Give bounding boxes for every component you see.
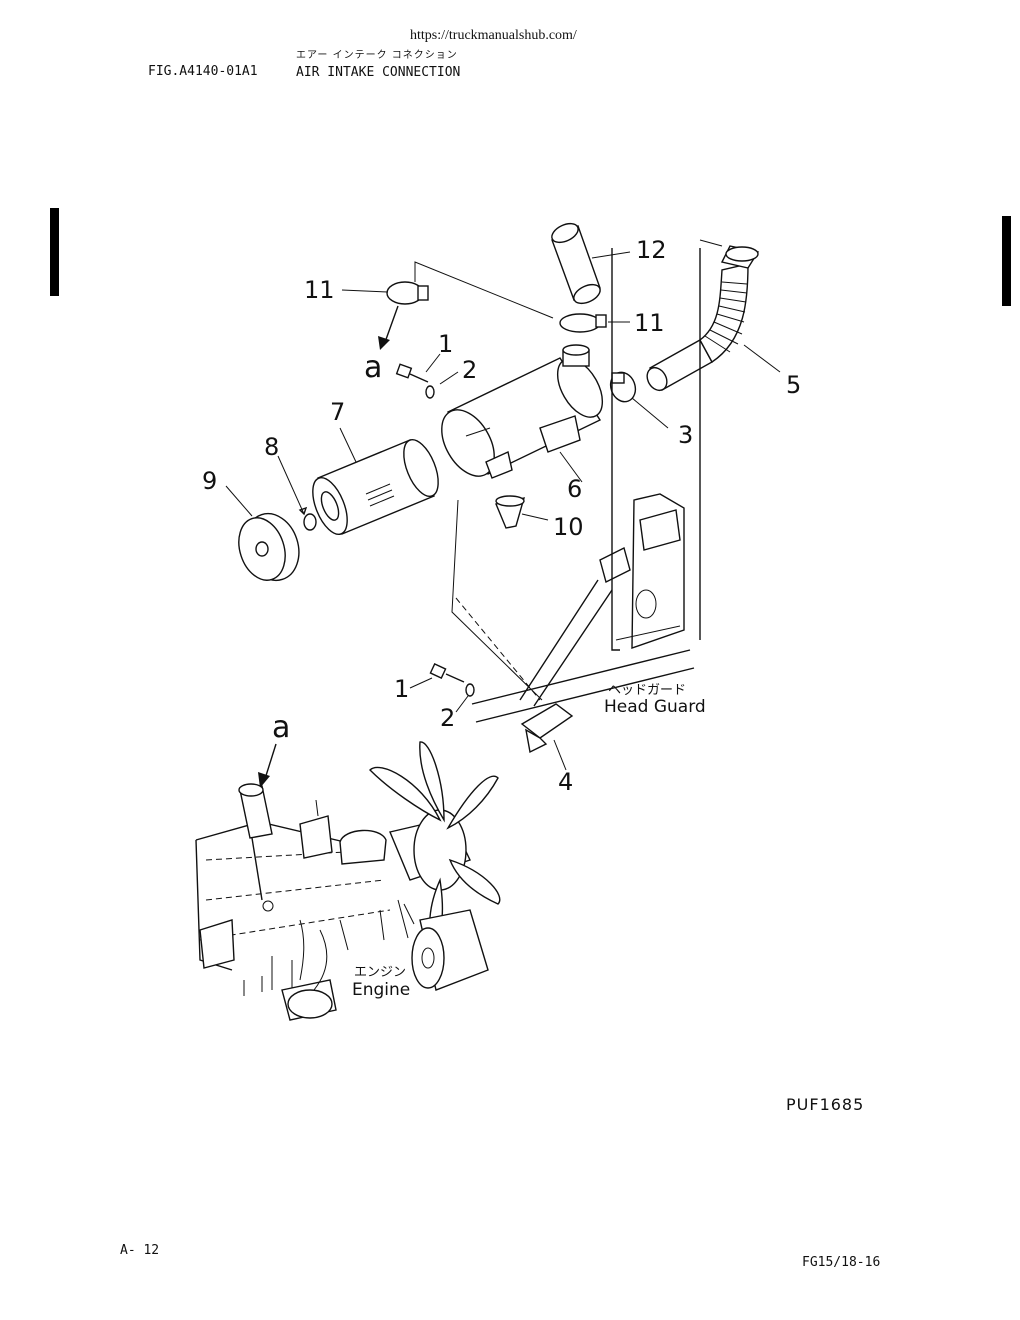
reference-arrow-a-top: [378, 305, 399, 350]
figure-title-japanese: エアー インテーク コネクション: [296, 50, 458, 61]
engine-illustration: [195, 741, 501, 1021]
part-11-clamp-left: [341, 261, 554, 319]
callout-10: 10: [553, 513, 584, 541]
callout-1-top: 1: [438, 330, 453, 358]
callout-5: 5: [786, 371, 801, 399]
callout-6: 6: [567, 475, 582, 503]
part-12-intake-hose: [551, 222, 631, 305]
part-8-wing-nut: [277, 455, 317, 531]
part-1-bolt-bottom: [409, 663, 465, 689]
callout-12: 12: [636, 236, 667, 264]
head-guard-frame: [451, 248, 701, 723]
callout-11-right: 11: [634, 309, 665, 337]
scan-margin-bar-right: [1002, 216, 1011, 306]
callout-9: 9: [202, 467, 217, 495]
drawing-code: PUF1685: [786, 1095, 865, 1114]
part-10-dust-valve: [495, 495, 549, 529]
callout-7: 7: [330, 398, 345, 426]
page-number: A- 12: [120, 1243, 160, 1258]
figure-number: FIG.A4140-01A1: [148, 64, 258, 79]
part-9-cover: [225, 485, 300, 582]
part-5-intake-duct: [646, 239, 781, 392]
model-code: FG15/18-16: [802, 1255, 881, 1270]
engine-label-jp: エンジン: [354, 965, 406, 980]
reference-arrow-a-bottom: [258, 743, 277, 788]
callout-1-bottom: 1: [394, 675, 409, 703]
part-11-clamp-right: [559, 313, 630, 333]
part-2-washer-top: [425, 371, 459, 399]
head-guard-label-jp: ヘッドガード: [608, 683, 686, 698]
figure-title: AIR INTAKE CONNECTION: [296, 65, 461, 80]
callout-11-left: 11: [304, 276, 335, 304]
reference-a-top: a: [364, 350, 382, 385]
part-4-bracket: [520, 703, 574, 771]
part-7-filter-element: [312, 427, 439, 536]
source-url: https://truckmanualshub.com/: [410, 28, 577, 43]
callout-2-bottom: 2: [440, 704, 455, 732]
callout-3: 3: [678, 421, 693, 449]
callout-2-top: 2: [462, 356, 477, 384]
callout-8: 8: [264, 433, 279, 461]
scan-margin-bar-left: [50, 208, 59, 296]
part-2-washer-bottom: [455, 683, 475, 713]
head-guard-label: Head Guard: [604, 697, 706, 717]
part-6-air-cleaner-body: [441, 344, 604, 483]
part-1-bolt-top: [395, 353, 441, 383]
callout-4: 4: [558, 768, 573, 796]
engine-label: Engine: [352, 980, 410, 1000]
reference-a-bottom: a: [272, 710, 290, 745]
